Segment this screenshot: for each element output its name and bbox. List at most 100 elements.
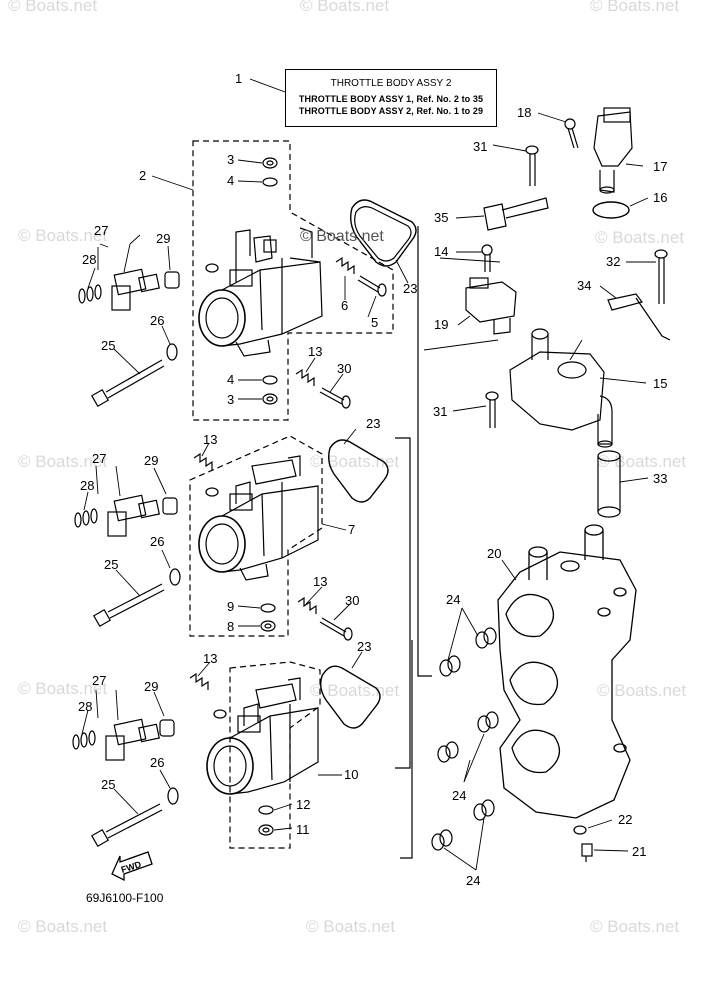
screw-14 [481,244,493,272]
callout-label: 29 [156,231,170,246]
gasket-23-upper [349,199,417,267]
callout-label: 3 [227,152,234,167]
watermark: © Boats.net [310,681,400,700]
callout-label: 15 [653,376,667,391]
callout-label: 13 [308,344,322,359]
callout-label: 25 [104,557,118,572]
intake-manifold-20 [497,524,637,819]
gasket-23-upper-inner [354,206,412,262]
callout-label: 13 [203,432,217,447]
sensor-19 [465,277,517,335]
title-line-3: THROTTLE BODY ASSY 2, Ref. No. 1 to 29 [298,106,484,116]
sensor-17 [593,107,633,194]
screw-30 [319,617,353,641]
callout-label: 30 [345,593,359,608]
bolt-21 [581,843,593,862]
callout-label: 28 [78,699,92,714]
screw-30 [319,387,351,409]
callout-label: 28 [82,252,96,267]
screw-5 [357,275,387,297]
washer-4 [262,177,278,187]
callout-label: 31 [433,404,447,419]
watermark: © Boats.net [18,679,108,698]
callout-label: 12 [296,797,310,812]
watermark: © Boats.net [18,226,108,245]
clamp-35 [483,197,549,231]
nut-3 [262,393,278,405]
callout-label: 35 [434,210,448,225]
callout-label: 6 [341,298,348,313]
callout-label: 26 [150,313,164,328]
callout-label: 10 [344,767,358,782]
callout-label: 24 [466,873,480,888]
center-watermark: © Boats.net [300,228,384,245]
dowel-24 [437,741,459,763]
bracket-line [395,437,411,769]
washer-4 [262,375,278,385]
watermark: © Boats.net [590,917,680,936]
callout-label: 31 [473,139,487,154]
washer-12 [258,805,274,815]
gasket-23-middle [327,439,389,503]
callout-label: 34 [577,278,591,293]
watermark: © Boats.net [306,917,396,936]
bolt-25 [90,359,165,408]
callout-label: 7 [348,522,355,537]
callout-label: 4 [227,372,234,387]
callout-label: 13 [313,574,327,589]
callout-label: 25 [101,338,115,353]
title-line-1: THROTTLE BODY ASSY 2 [330,78,452,89]
spring-13 [297,596,317,614]
nut-11 [258,824,274,836]
callout-label: 24 [446,592,460,607]
nut-3 [262,157,278,169]
bolt-25 [90,803,163,848]
dowel-24 [431,829,453,851]
throttle-body-lower [206,677,319,795]
dowel-24 [475,627,497,649]
bolt-32 [654,249,668,304]
fwd-arrow-icon [111,851,153,882]
callout-label: 16 [653,190,667,205]
spring-13 [193,452,213,470]
callout-label: 29 [144,453,158,468]
bolt-31 [525,145,539,186]
washer-26 [169,568,181,586]
watermark: © Boats.net [597,681,687,700]
callout-label: 1 [235,71,242,86]
bolt-31 [485,391,499,428]
callout-label: 33 [653,471,667,486]
callout-label: 26 [150,755,164,770]
callout-label: 29 [144,679,158,694]
bracket-line [400,640,413,859]
title-box: THROTTLE BODY ASSY 2 THROTTLE BODY ASSY … [285,69,497,127]
callout-label: 2 [139,168,146,183]
callout-label: 11 [296,822,310,837]
injector-row-middle [74,494,178,537]
callout-label: 20 [487,546,501,561]
throttle-body-middle [198,455,319,581]
pipe-15-manifold [509,328,613,448]
watermark: © Boats.net [18,452,108,471]
callout-label: 9 [227,599,234,614]
callout-label: 25 [101,777,115,792]
callout-label: 3 [227,392,234,407]
callout-label: 18 [517,105,531,120]
callout-label: 14 [434,244,448,259]
callout-label: 30 [337,361,351,376]
bolt-25 [92,583,165,628]
callout-label: 26 [150,534,164,549]
watermark: © Boats.net [18,917,108,936]
callout-label: 5 [371,315,378,330]
callout-label: 19 [434,317,448,332]
callout-label: 17 [653,159,667,174]
hose-33 [597,450,621,518]
callout-label: 27 [92,673,106,688]
callout-label: 23 [366,416,380,431]
nut-8 [260,620,276,632]
washer-9 [260,603,276,613]
callout-label: 32 [606,254,620,269]
callout-label: 8 [227,619,234,634]
watermark: © Boats.net [300,0,390,15]
watermark: © Boats.net [590,0,680,15]
